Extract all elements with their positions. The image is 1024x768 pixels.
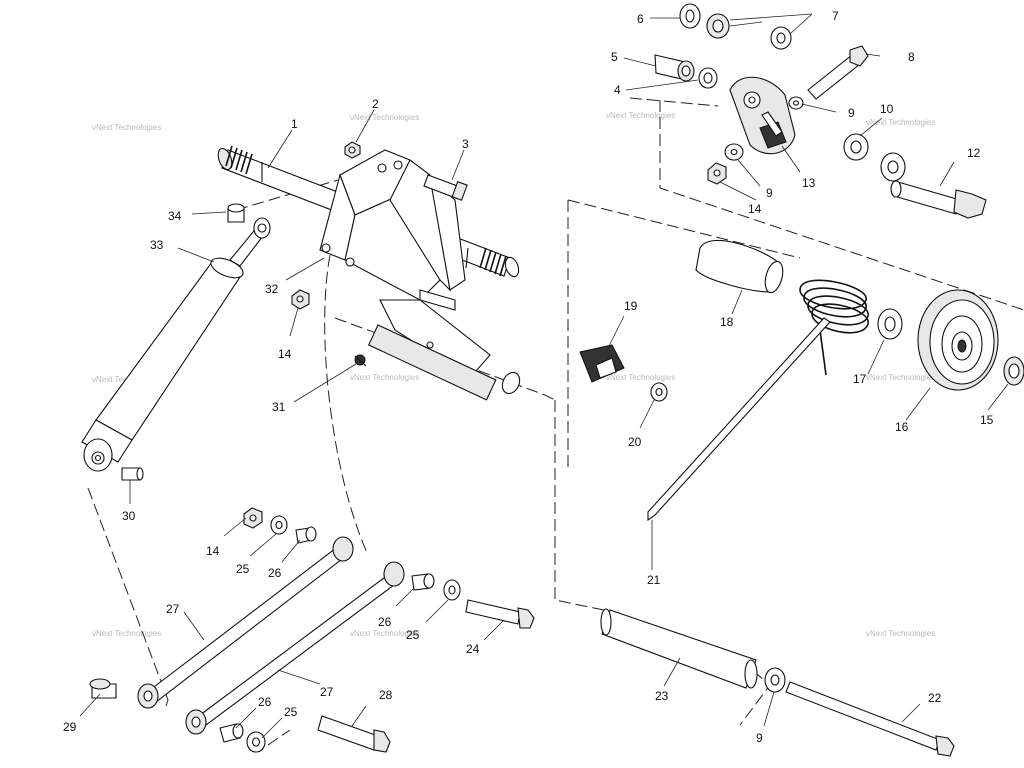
watermark: vNext Technologies xyxy=(866,373,935,382)
callout-22: 22 xyxy=(928,691,942,705)
watermark: vNext Technologies xyxy=(92,629,161,638)
callout-9: 9 xyxy=(848,106,855,120)
pivot-arm xyxy=(319,149,521,401)
watermark: vNext Technologies xyxy=(866,629,935,638)
washer-17 xyxy=(877,308,903,340)
callout-16: 16 xyxy=(895,420,909,434)
cap-15 xyxy=(1003,356,1024,386)
watermark: vNext Technologies xyxy=(92,123,161,132)
callout-8: 8 xyxy=(908,50,915,64)
watermark: vNext Technologies xyxy=(350,113,419,122)
tube-18 xyxy=(695,239,784,294)
callout-3: 3 xyxy=(462,137,469,151)
callout-labels: 1 2 3 34 33 32 14 31 30 6 7 5 4 8 9 10 1… xyxy=(63,9,994,745)
callout-25: 25 xyxy=(236,562,250,576)
callout-26: 26 xyxy=(268,566,282,580)
washer-20 xyxy=(650,382,668,402)
callout-15: 15 xyxy=(980,413,994,427)
watermark: vNext Technologies xyxy=(606,111,675,120)
callout-23: 23 xyxy=(655,689,669,703)
callout-9: 9 xyxy=(756,731,763,745)
callout-14: 14 xyxy=(278,347,292,361)
idler-wheel-16 xyxy=(917,289,999,391)
callout-1: 1 xyxy=(291,117,298,131)
callout-34: 34 xyxy=(168,209,182,223)
grease-fitting-31 xyxy=(354,354,367,367)
callout-33: 33 xyxy=(150,238,164,252)
callout-24: 24 xyxy=(466,642,480,656)
watermark: vNext Technologies xyxy=(866,118,935,127)
callout-13: 13 xyxy=(802,176,816,190)
callout-25: 25 xyxy=(284,705,298,719)
callout-6: 6 xyxy=(637,12,644,26)
callout-4: 4 xyxy=(614,83,621,97)
callout-7: 7 xyxy=(832,9,839,23)
callout-32: 32 xyxy=(265,282,279,296)
watermark: vNext Technologies xyxy=(350,373,419,382)
callout-28: 28 xyxy=(379,688,393,702)
callout-18: 18 xyxy=(720,315,734,329)
lower-links xyxy=(137,536,405,735)
assembly-centerlines xyxy=(87,97,1024,746)
cross-shaft-group xyxy=(600,608,955,757)
callout-27: 27 xyxy=(166,602,180,616)
callout-2: 2 xyxy=(372,97,379,111)
adjuster-group xyxy=(654,3,987,219)
callout-17: 17 xyxy=(853,372,867,386)
callout-14: 14 xyxy=(748,202,762,216)
nut-2 xyxy=(344,141,361,159)
callout-21: 21 xyxy=(647,573,661,587)
callout-14: 14 xyxy=(206,544,220,558)
pin-3 xyxy=(423,174,468,201)
callout-26: 26 xyxy=(378,615,392,629)
bushing-34 xyxy=(227,203,245,223)
callout-9: 9 xyxy=(766,186,773,200)
callout-25: 25 xyxy=(406,628,420,642)
callout-29: 29 xyxy=(63,720,77,734)
watermark: vNext Technologies xyxy=(606,373,675,382)
clip-19 xyxy=(579,344,625,383)
callout-20: 20 xyxy=(628,435,642,449)
torsion-spring-21 xyxy=(647,279,869,522)
pin-30 xyxy=(121,467,144,481)
callout-27: 27 xyxy=(320,685,334,699)
leader-lines xyxy=(79,13,1009,739)
lower-hardware xyxy=(89,507,535,753)
callout-5: 5 xyxy=(611,50,618,64)
callout-31: 31 xyxy=(272,400,286,414)
watermark: vNext Technologies xyxy=(350,629,419,638)
callout-26: 26 xyxy=(258,695,272,709)
callout-19: 19 xyxy=(624,299,638,313)
nut-14-upper xyxy=(291,289,310,310)
shock-absorber xyxy=(81,217,271,472)
callout-10: 10 xyxy=(880,102,894,116)
callout-30: 30 xyxy=(122,509,136,523)
callout-12: 12 xyxy=(967,146,981,160)
